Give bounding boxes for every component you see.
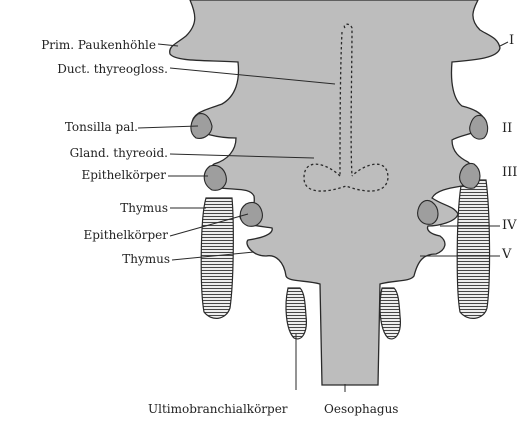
epithelkoerper-upper-right bbox=[460, 163, 480, 188]
label-epithelkoerper-lower: Epithelkörper bbox=[16, 228, 168, 242]
label-epithelkoerper-upper: Epithelkörper bbox=[16, 168, 166, 182]
epithelkoerper-upper-left bbox=[204, 165, 226, 190]
label-gland-thyreoid: Gland. thyreoid. bbox=[10, 146, 168, 160]
label-arch-iii: III bbox=[502, 166, 517, 180]
thymus-right bbox=[457, 180, 489, 318]
thymus-left bbox=[201, 198, 233, 318]
label-arch-i: I bbox=[509, 34, 514, 48]
epithelkoerper-lower-left bbox=[240, 202, 262, 226]
pharynx-body bbox=[170, 0, 500, 385]
label-arch-v: V bbox=[502, 248, 511, 262]
label-oesophagus: Oesophagus bbox=[324, 402, 398, 416]
label-thymus-upper: Thymus bbox=[60, 201, 168, 215]
label-prim-paukenhoehle: Prim. Paukenhöhle bbox=[6, 38, 156, 52]
label-thymus-lower: Thymus bbox=[62, 252, 170, 266]
label-arch-iv: IV bbox=[502, 219, 517, 233]
ultimobranchial-body-left bbox=[286, 288, 306, 339]
label-duct-thyreogloss: Duct. thyreogloss. bbox=[10, 62, 168, 76]
tonsilla-pal-pouch-right bbox=[470, 115, 488, 139]
label-ultimobranchialkoerper: Ultimobranchialkörper bbox=[148, 402, 288, 416]
ultimobranchial-body-right bbox=[380, 288, 400, 339]
label-tonsilla-pal: Tonsilla pal. bbox=[40, 120, 138, 134]
epithelkoerper-lower-right bbox=[418, 200, 438, 224]
label-arch-ii: II bbox=[502, 122, 512, 136]
